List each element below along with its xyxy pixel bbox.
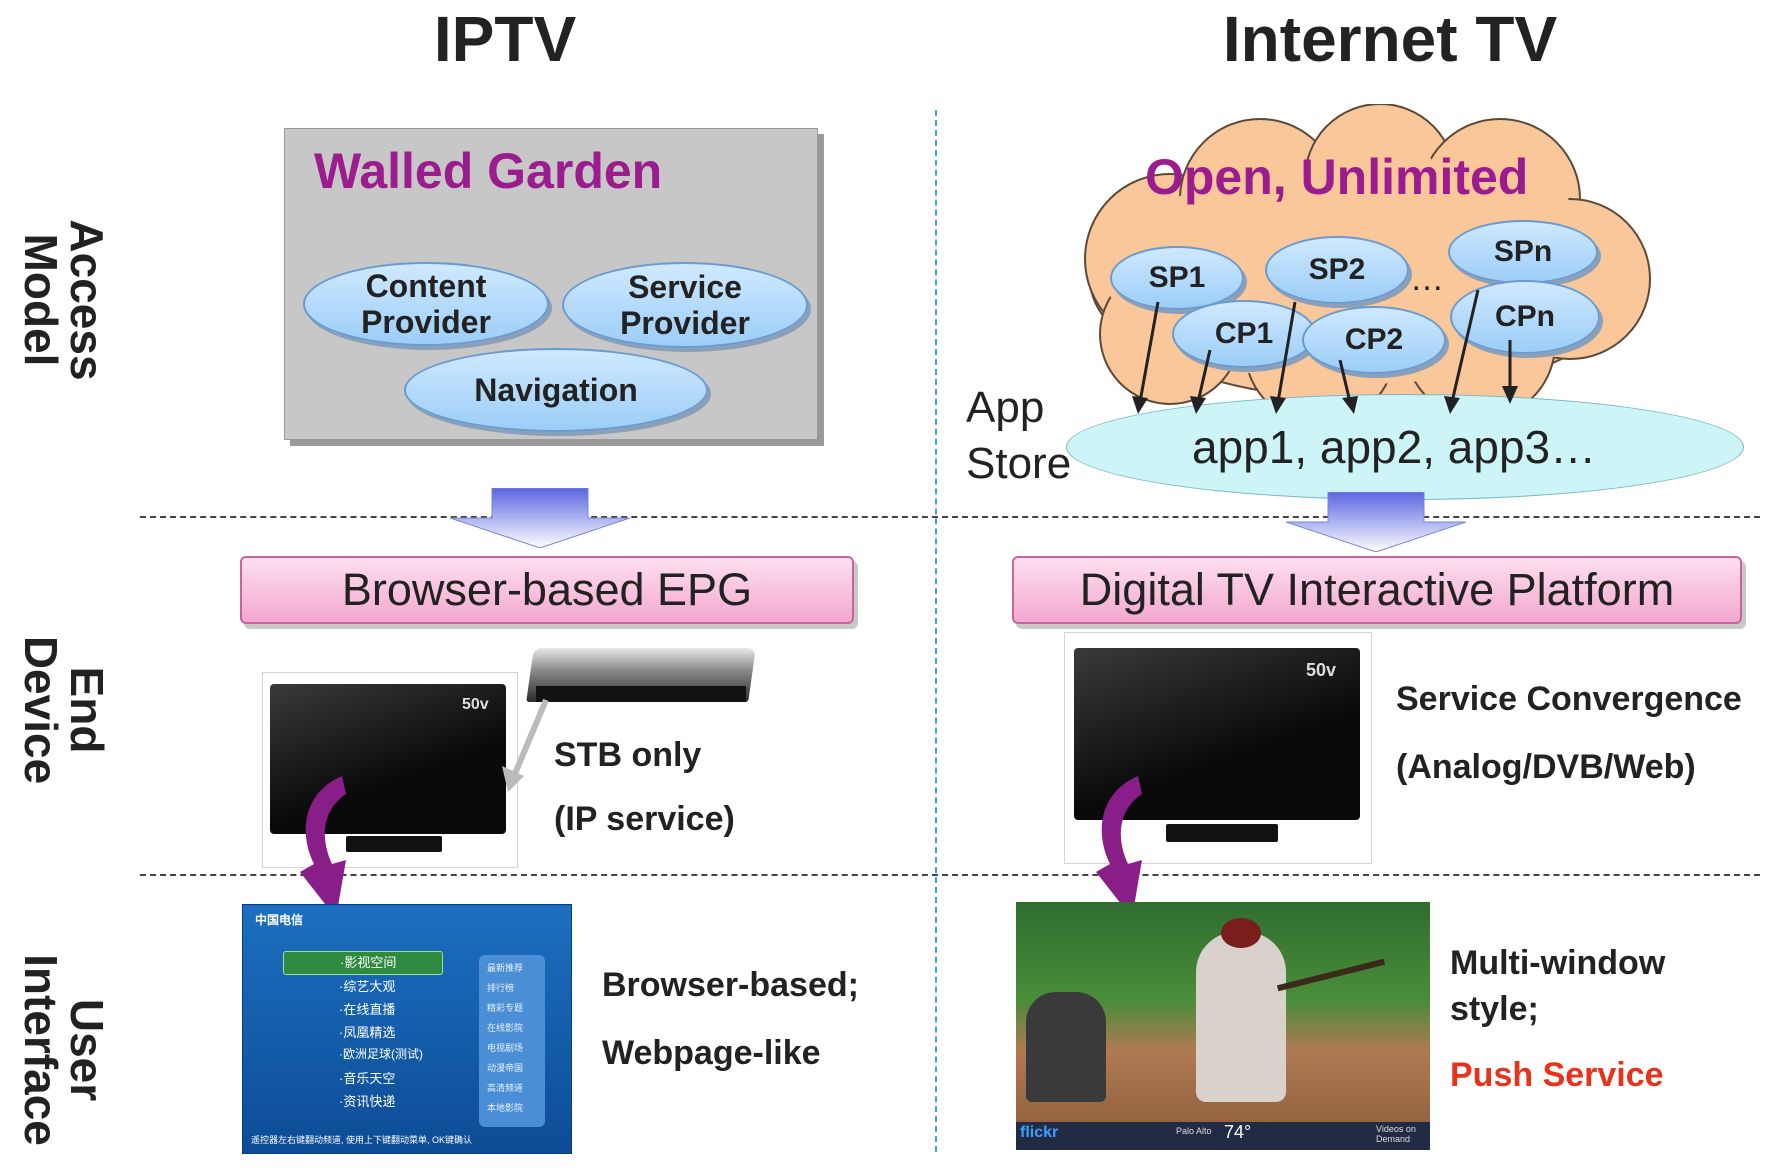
list-item[interactable]: 精彩专题	[487, 1003, 524, 1013]
spn-oval: SPn	[1448, 220, 1598, 284]
app-store-ellipse	[1066, 394, 1744, 500]
list-item[interactable]: ·在线直播	[339, 1002, 396, 1017]
epg-menu-screenshot: 中国电信 ·影视空间 ·综艺大观 ·在线直播 ·凤凰精选 ·欧洲足球(测试) ·…	[242, 904, 572, 1154]
row-label-user-interface: User Interface	[15, 954, 113, 1146]
epg-side-panel: 最新推荐 排行榜 精彩专题 在线影院 电视剧场 动漫帝国 高清频道 本地影院	[479, 955, 545, 1127]
list-item[interactable]: ·资讯快递	[339, 1094, 396, 1109]
iptv-tv-badge: 50v	[462, 696, 489, 713]
list-item[interactable]: 电视剧场	[487, 1043, 524, 1053]
batter-figure	[1196, 932, 1286, 1102]
list-item[interactable]: 排行榜	[487, 983, 515, 993]
iptv-tv-stand	[346, 836, 442, 852]
push-service-text: Push Service	[1450, 1056, 1664, 1094]
cloud-arrows	[1132, 290, 1518, 414]
down-arrow-left	[450, 488, 630, 548]
cloud-title: Open, Unlimited	[1145, 149, 1529, 205]
list-item[interactable]: 动漫帝国	[487, 1063, 524, 1073]
walled-garden-title: Walled Garden	[314, 143, 663, 199]
list-item[interactable]: 在线影院	[487, 1023, 524, 1033]
iptv-header: IPTV	[433, 3, 577, 75]
epg-footer-text: 遥控器左右键翻动频道, 使用上下键翻动菜单, OK键确认	[251, 1135, 473, 1145]
content-provider-oval: Content Provider	[303, 262, 549, 346]
list-item[interactable]: 高清频道	[487, 1083, 524, 1093]
ellipsis-text: …	[1410, 260, 1444, 298]
divider-vertical	[935, 110, 937, 1152]
purple-curve-arrow-right	[1096, 776, 1142, 918]
webpage-like-text: Webpage-like	[602, 1034, 821, 1072]
navigation-oval: Navigation	[404, 348, 708, 432]
stb-only-text: STB only	[554, 736, 702, 774]
multi-window-text: Multi-window	[1450, 944, 1666, 982]
itv-tv-badge: 50v	[1306, 660, 1337, 680]
weather-city: Palo Alto	[1176, 1126, 1212, 1136]
ip-service-text: (IP service)	[554, 800, 735, 838]
list-item[interactable]: 最新推荐	[487, 963, 524, 973]
list-item[interactable]: ·欧洲足球(测试)	[339, 1047, 423, 1061]
catcher-figure	[1026, 992, 1106, 1102]
epg-menu-list: ·影视空间 ·综艺大观 ·在线直播 ·凤凰精选 ·欧洲足球(测试) ·音乐天空 …	[283, 951, 443, 1114]
analog-dvb-web-text: (Analog/DVB/Web)	[1396, 748, 1696, 786]
flickr-label: flickr	[1020, 1124, 1059, 1141]
widget-bar	[1016, 1122, 1430, 1150]
stb-front-panel	[536, 686, 746, 702]
row-label-end-device: End Device	[15, 635, 113, 785]
down-arrow-right	[1286, 492, 1466, 552]
list-item[interactable]: 本地影院	[487, 1103, 524, 1113]
app-store-label: App Store	[966, 383, 1072, 488]
internet-tv-header: Internet TV	[1222, 3, 1558, 75]
service-provider-oval: Service Provider	[562, 262, 808, 348]
epg-brand-logo: 中国电信	[255, 913, 304, 927]
itv-tv-stand	[1166, 824, 1278, 842]
list-item[interactable]: ·综艺大观	[339, 979, 396, 994]
list-item[interactable]: ·凤凰精选	[339, 1025, 396, 1040]
weather-temp: 74°	[1224, 1122, 1252, 1142]
dtv-platform-bar: Digital TV Interactive Platform	[1012, 556, 1742, 624]
browser-epg-bar: Browser-based EPG	[240, 556, 854, 624]
batter-cap	[1221, 918, 1261, 948]
baseball-multiwindow-screenshot: flickr Palo Alto 74° Videos on Demand	[1016, 902, 1430, 1150]
purple-curve-arrow-left	[300, 776, 346, 918]
sp2-oval: SP2	[1265, 236, 1409, 304]
list-item[interactable]: ·影视空间	[283, 951, 443, 975]
apps-text: app1, app2, app3…	[1192, 421, 1597, 473]
browser-based-text: Browser-based;	[602, 966, 859, 1004]
service-convergence-text: Service Convergence	[1396, 680, 1742, 718]
divider-access-device	[140, 516, 1760, 518]
divider-device-ui	[140, 874, 1760, 876]
cpn-oval: CPn	[1450, 280, 1600, 354]
cp2-oval: CP2	[1302, 306, 1446, 374]
videos-label: Videos on Demand	[1376, 1124, 1416, 1144]
sp1-oval: SP1	[1110, 246, 1244, 310]
list-item[interactable]: ·音乐天空	[339, 1071, 396, 1086]
stb-connector-arrow	[502, 698, 549, 792]
bat	[1276, 958, 1386, 992]
style-text: style;	[1450, 990, 1539, 1028]
row-label-access-model: Access Model	[15, 219, 113, 381]
